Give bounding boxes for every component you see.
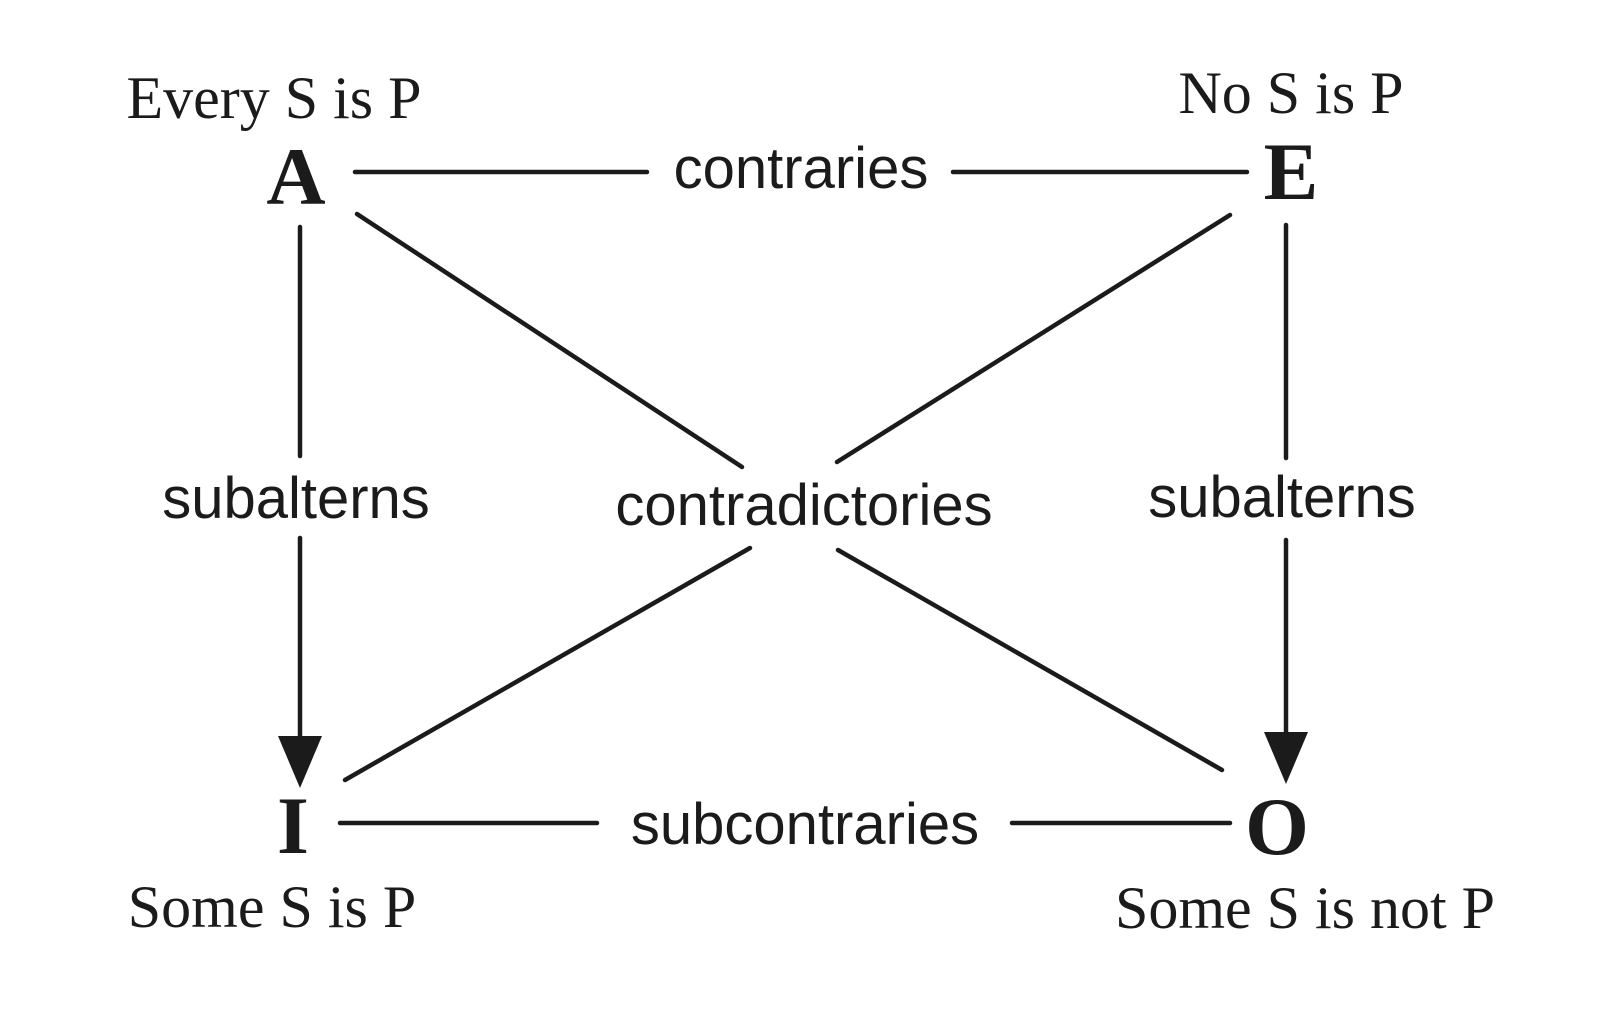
subalterns-right-label: subalterns [1148, 465, 1416, 530]
contradictories-label: contradictories [615, 473, 993, 538]
subalterns-left-label: subalterns [162, 466, 430, 531]
letter-o: O [1245, 781, 1309, 872]
contraries-label: contraries [673, 136, 929, 201]
contradictory-line-a-to-center [354, 211, 745, 470]
subaltern-right-arrowhead-icon [1264, 732, 1308, 784]
contradictory-line-center-to-o [835, 547, 1225, 773]
letter-a: A [266, 131, 326, 222]
subaltern-left-arrowhead-icon [278, 736, 322, 788]
statement-i: Some S is P [127, 874, 417, 940]
statement-a: Every S is P [126, 65, 422, 131]
contradictory-line-center-to-i [342, 545, 753, 783]
subcontraries-label: subcontraries [630, 792, 980, 857]
contradictory-line-e-to-center [834, 212, 1233, 465]
letter-i: I [277, 780, 309, 871]
statement-e: No S is P [1178, 60, 1404, 126]
statement-o: Some S is not P [1114, 875, 1496, 941]
letter-e: E [1263, 126, 1319, 217]
